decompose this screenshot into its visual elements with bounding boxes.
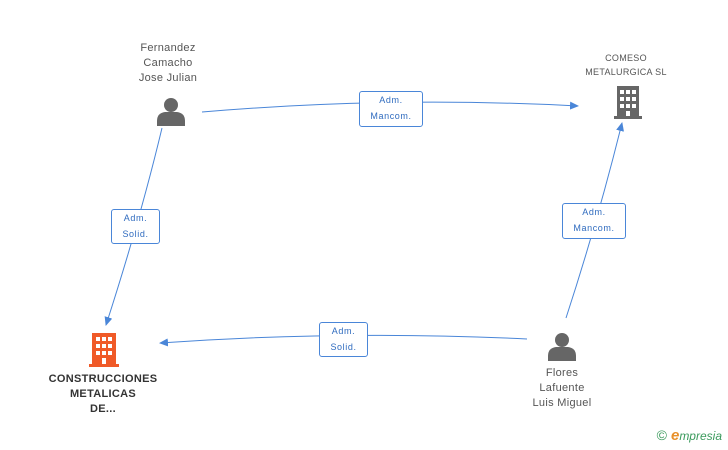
building-icon[interactable] bbox=[614, 86, 642, 119]
building-icon[interactable] bbox=[89, 333, 119, 367]
copyright-symbol: © bbox=[656, 427, 667, 443]
name-line: Camacho bbox=[143, 57, 193, 69]
edge-role-label[interactable]: Adm. Solid. bbox=[319, 322, 368, 357]
name-line: Lafuente bbox=[539, 382, 585, 394]
brand-logo-initial: e bbox=[670, 427, 680, 444]
person-name-label[interactable]: Flores Lafuente Luis Miguel bbox=[512, 366, 612, 411]
edge-role-label[interactable]: Adm. Mancom. bbox=[562, 203, 626, 239]
name-line: COMESO bbox=[605, 53, 647, 63]
name-line: Luis Miguel bbox=[532, 397, 592, 409]
name-line: Flores bbox=[545, 367, 579, 379]
edge-role-label[interactable]: Adm. Solid. bbox=[111, 209, 160, 244]
brand-footer: ©empresia bbox=[657, 427, 722, 444]
focus-company-label[interactable]: CONSTRUCCIONES METALICAS DE... bbox=[38, 372, 168, 417]
person-name-label[interactable]: Fernandez Camacho Jose Julian bbox=[118, 41, 218, 86]
name-line: METALICAS bbox=[69, 388, 137, 400]
name-line: Fernandez bbox=[140, 42, 196, 54]
name-line: METALURGICA SL bbox=[585, 67, 667, 77]
name-line: Jose Julian bbox=[138, 72, 198, 84]
person-icon[interactable] bbox=[157, 98, 185, 126]
edge-role-label[interactable]: Adm. Mancom. bbox=[359, 91, 423, 127]
brand-logo-text: mpresia bbox=[679, 429, 722, 443]
name-line: DE... bbox=[90, 403, 116, 415]
name-line: CONSTRUCCIONES bbox=[48, 373, 158, 385]
person-icon[interactable] bbox=[548, 333, 576, 361]
company-name-label[interactable]: COMESO METALURGICA SL bbox=[566, 51, 686, 79]
